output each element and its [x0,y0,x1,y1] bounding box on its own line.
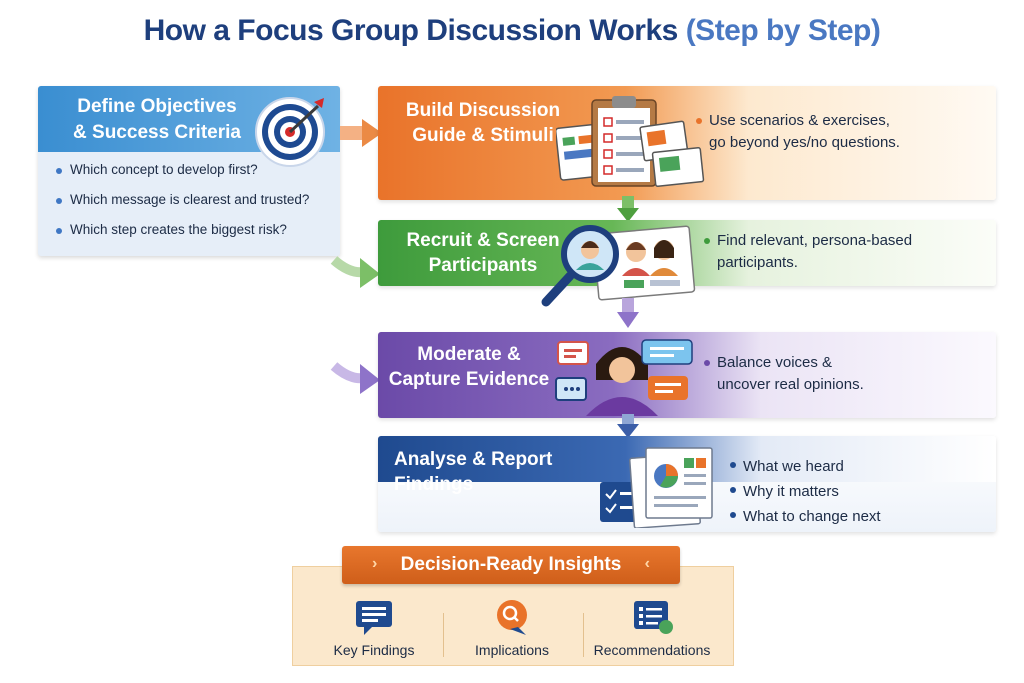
connector-arrow-recruit [330,256,380,288]
objective-question: Which step creates the biggest risk? [56,220,309,250]
step-moderate-heading-line1: Moderate & [417,344,521,365]
step-moderate-point-cont: uncover real opinions. [717,376,864,393]
objective-question: Which message is clearest and trusted? [56,190,309,220]
insight-implications: Implications [439,600,585,665]
step-recruit-point-cont: participants. [717,254,798,271]
step-moderate-heading: Moderate & Capture Evidence [378,342,574,392]
step-moderate-point: Balance voices & [704,352,864,374]
down-arrowhead-2 [617,312,639,328]
ribbon-chevron-right-icon: ‹ [644,555,650,572]
step-recruit-heading: Recruit & Screen Participants [378,228,588,278]
title-main: How a Focus Group Discussion Works [143,14,679,47]
step-build-guide: Build Discussion Guide & Stimuli Use sce… [378,86,996,200]
step-build-point-cont: go beyond yes/no questions. [709,134,900,151]
ribbon-chevron-left-icon: › [372,555,378,572]
insights-ribbon: › Decision-Ready Insights ‹ [342,546,680,584]
moderator-chat-icon [555,339,693,416]
speech-list-icon [356,601,392,635]
connector-arrow-build [340,126,364,140]
report-chart-icon [600,447,713,528]
step-build-heading-line2: Guide & Stimuli [412,125,554,146]
insight-divider [583,613,584,657]
objectives-header: Define Objectives & Success Criteria [38,86,340,167]
down-arrowhead-3 [617,424,639,438]
lightbulb-chat-icon [497,600,527,635]
insight-divider [443,613,444,657]
title-accent: (Step by Step) [685,14,881,47]
objectives-card: Define Objectives & Success Criteria Whi… [38,86,340,256]
magnifier-people-icon [541,225,696,307]
step-build-point: Use scenarios & exercises, [696,110,900,132]
step-analyse-point: What we heard [730,454,881,479]
step-build-points: Use scenarios & exercises, go beyond yes… [696,110,900,154]
down-arrow-3 [622,414,634,426]
step-recruit-heading-line1: Recruit & Screen [406,230,560,251]
step-analyse-point: What to change next [730,504,881,529]
step-moderate-heading-line2: Capture Evidence [388,369,550,390]
step-analyse-heading: Analyse & Report Findings [394,449,553,495]
step-analyse-points: What we heard Why it matters What to cha… [730,454,881,529]
down-arrow-2 [622,298,634,314]
objective-question: Which concept to develop first? [56,160,309,190]
down-arrowhead-1 [617,208,639,222]
step-moderate: Moderate & Capture Evidence Balance voic… [378,332,996,418]
step-recruit-point: Find relevant, persona-based [704,230,912,252]
step-moderate-points: Balance voices & uncover real opinions. [704,352,864,396]
step-build-heading-line1: Build Discussion [405,100,561,121]
down-arrow-1 [622,196,634,210]
checklist-icon [634,601,673,634]
insight-label: Recommendations [593,642,711,658]
objectives-question-list: Which concept to develop first? Which me… [56,160,309,250]
insight-label: Key Findings [333,642,415,658]
objectives-heading-line2: & Success Criteria [73,122,241,143]
clipboard-icon [556,96,705,187]
step-build-heading: Build Discussion Guide & Stimuli [378,98,588,148]
connector-arrow-moderate [330,362,380,394]
connector-arrowhead-build [362,119,382,147]
objectives-heading-line1: Define Objectives [77,96,237,117]
insight-recommendations: Recommendations [579,601,725,665]
target-icon [255,97,325,167]
objectives-heading: Define Objectives & Success Criteria [52,94,262,146]
insight-label: Implications [475,642,549,658]
insights-title: Decision-Ready Insights [400,554,622,575]
insight-key-findings: Key Findings [301,601,447,665]
step-recruit-heading-line2: Participants [428,255,538,276]
step-recruit-points: Find relevant, persona-based participant… [704,230,912,274]
step-analyse-point: Why it matters [730,479,881,504]
page-title: How a Focus Group Discussion Works (Step… [0,14,1024,48]
